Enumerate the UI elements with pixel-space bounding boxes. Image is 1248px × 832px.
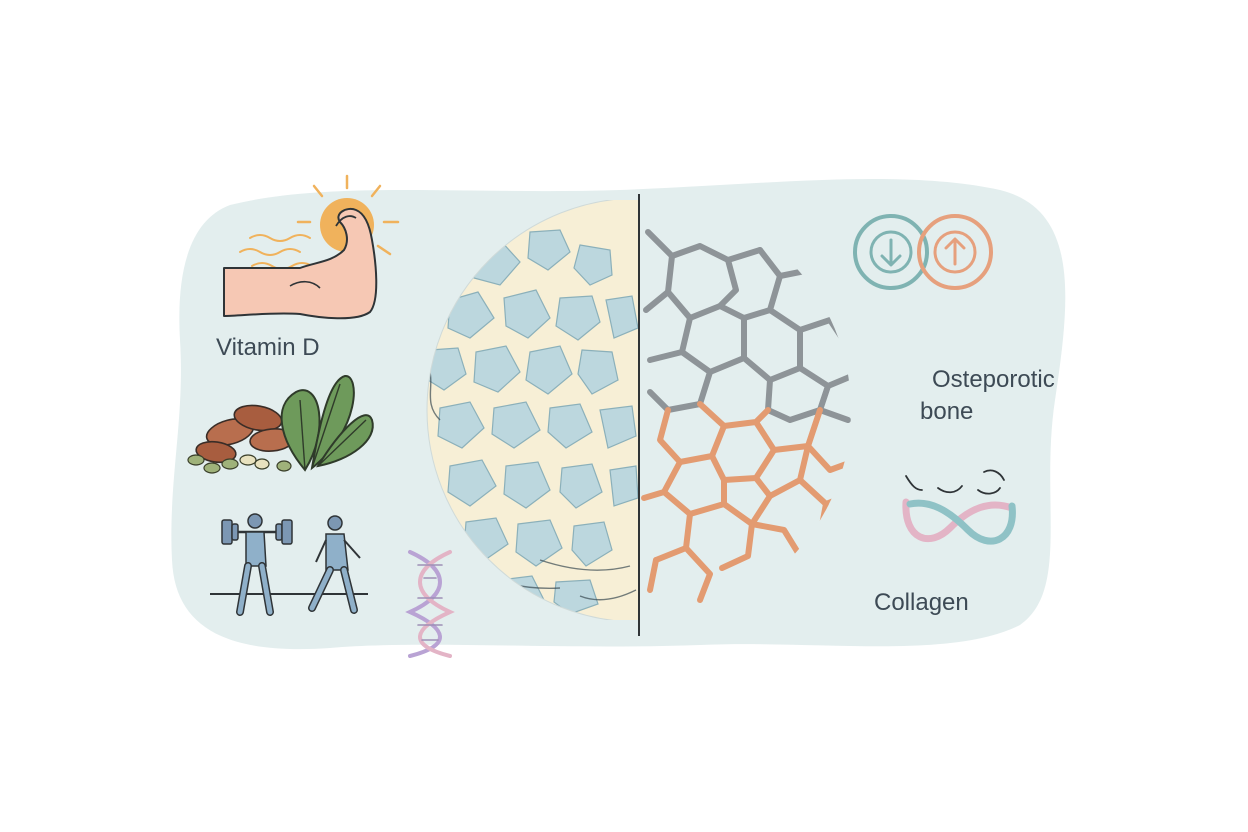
flexed-arm-icon [223, 208, 378, 320]
vitamin-d-label: Vitamin D [216, 334, 320, 361]
nuts-icon [187, 404, 295, 474]
collagen-label: Collagen [874, 589, 969, 616]
dna-helix-icon [405, 550, 455, 658]
osteoporotic-label-line2: bone [920, 398, 974, 425]
collagen-strands-icon [902, 469, 1016, 545]
osteoporotic-bone-structure [641, 207, 851, 603]
osteoporotic-bone-label: Osteporotic bone [920, 364, 1055, 428]
spinach-leaf-icon [280, 375, 374, 472]
osteoporotic-label-line1: Osteporotic [932, 366, 1055, 393]
walking-person-icon [308, 515, 361, 614]
weightlifter-icon [210, 513, 368, 616]
bone-balance-arrows-icon [853, 214, 993, 290]
